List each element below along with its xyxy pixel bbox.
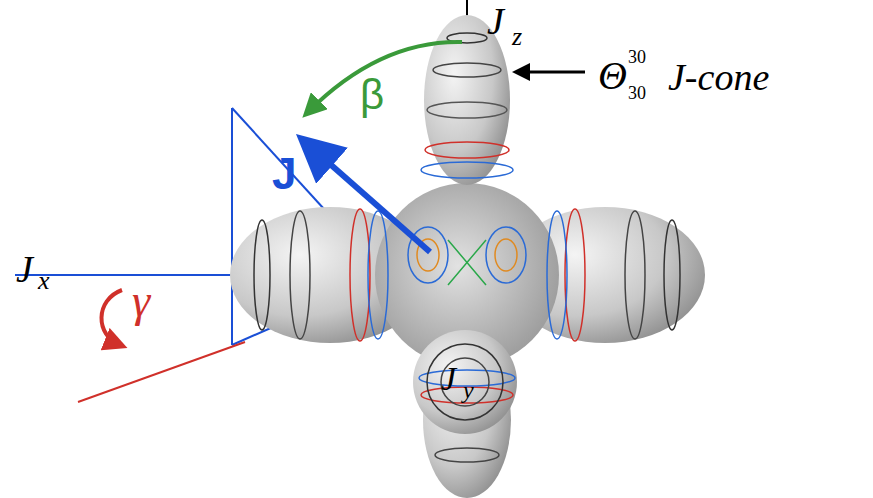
vector-label: J bbox=[272, 152, 296, 196]
axis-subscript: y bbox=[463, 378, 474, 402]
subscript: 30 bbox=[628, 84, 646, 102]
axis-label: J bbox=[16, 250, 33, 288]
axis-label: J bbox=[487, 2, 504, 40]
axis-label: J bbox=[441, 362, 456, 396]
symbol-label: Θ bbox=[598, 56, 627, 96]
superscript: 30 bbox=[628, 48, 646, 66]
angle-label: γ bbox=[132, 278, 150, 324]
axis-subscript: x bbox=[38, 268, 50, 294]
cone-label: J-cone bbox=[668, 58, 769, 96]
angle-label: β bbox=[360, 74, 384, 116]
axis-subscript: z bbox=[512, 24, 522, 50]
